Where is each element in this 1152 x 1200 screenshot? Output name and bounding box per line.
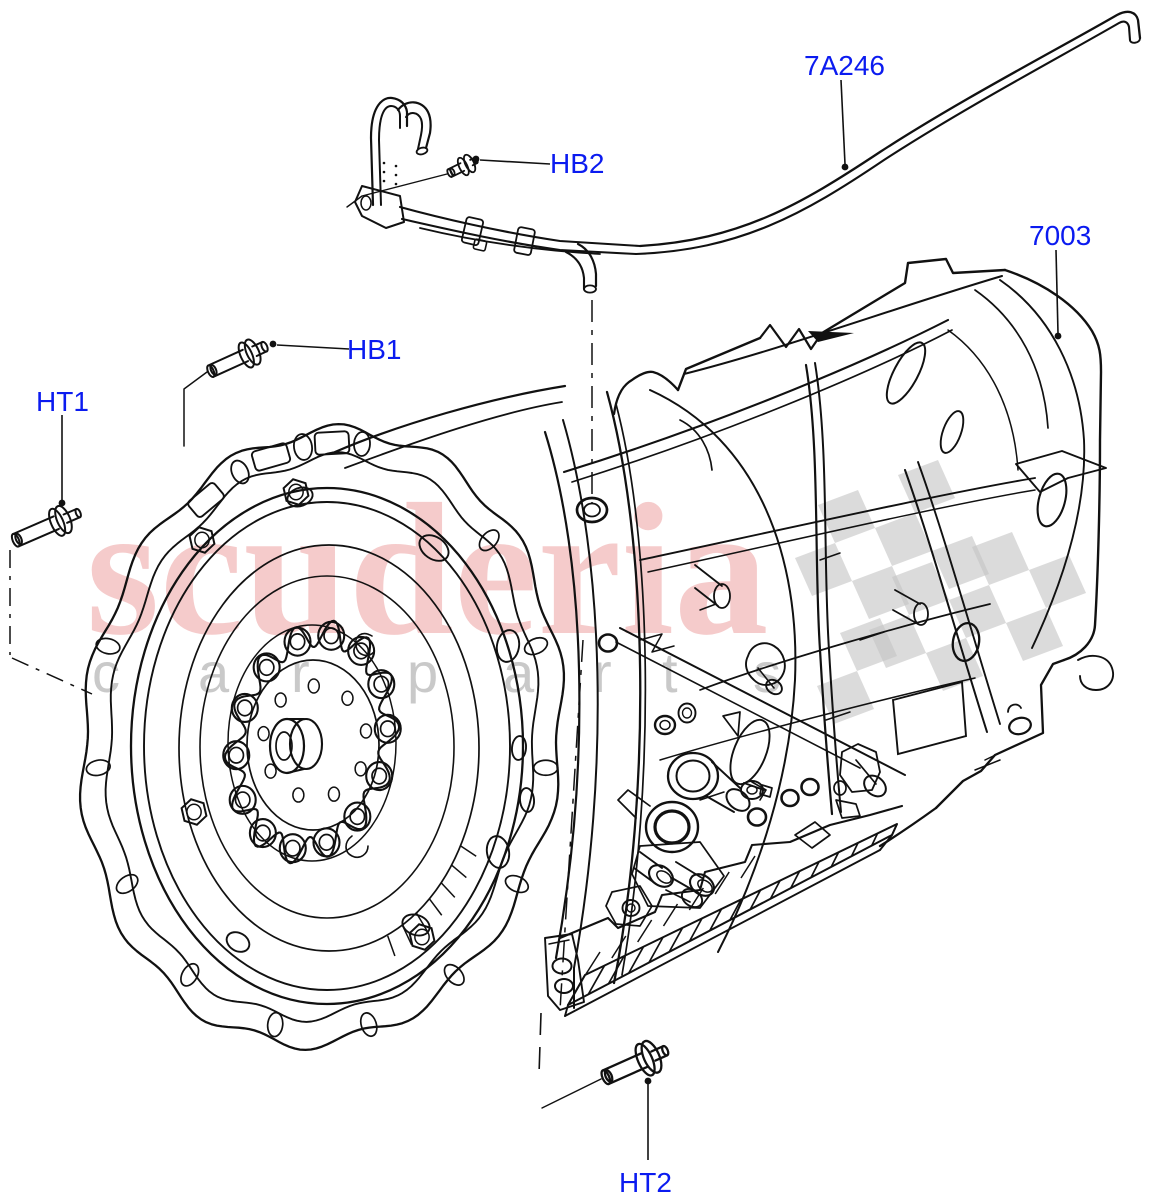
svg-text:HB2: HB2 bbox=[550, 148, 604, 179]
svg-text:c: c bbox=[92, 641, 120, 704]
svg-text:HT1: HT1 bbox=[36, 386, 89, 417]
svg-text:a: a bbox=[198, 641, 230, 704]
svg-text:7003: 7003 bbox=[1029, 220, 1091, 251]
svg-text:HT2: HT2 bbox=[619, 1167, 672, 1198]
svg-text:r: r bbox=[291, 641, 310, 704]
svg-text:HB1: HB1 bbox=[347, 334, 401, 365]
svg-text:p: p bbox=[407, 641, 438, 704]
svg-text:7A246: 7A246 bbox=[804, 50, 885, 81]
